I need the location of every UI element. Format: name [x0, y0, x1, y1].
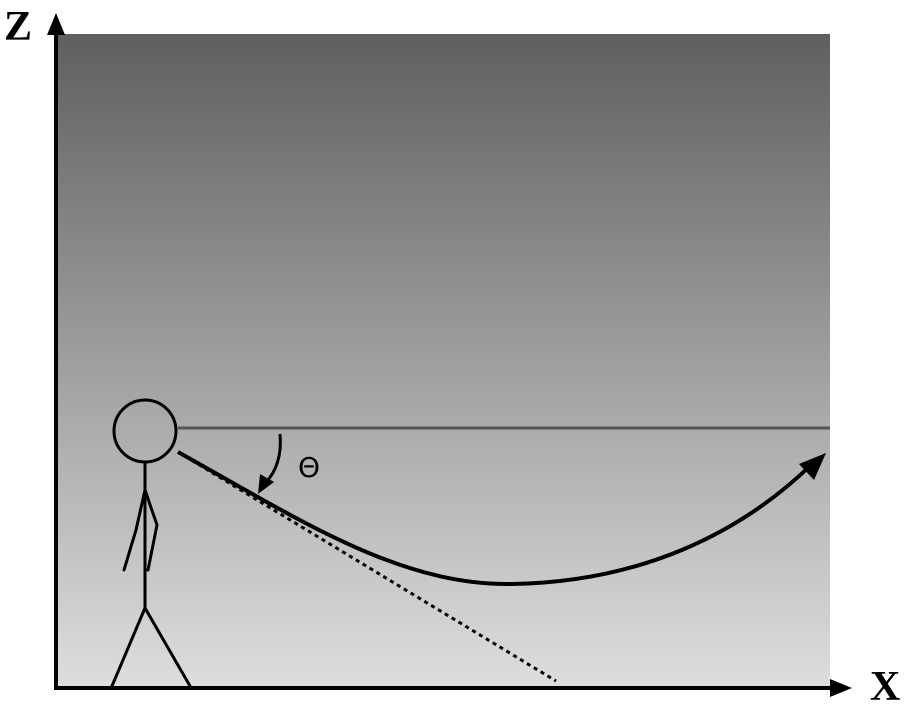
observer-right-leg: [143, 606, 192, 688]
z-axis-label: Z: [4, 4, 32, 50]
observer-right-arm: [143, 488, 159, 572]
sky-background: [56, 34, 830, 688]
curved-ray-arrowhead: [799, 453, 826, 480]
stick-figure-observer: [110, 398, 192, 688]
x-axis-label: X: [870, 664, 900, 709]
angle-label: Θ: [298, 451, 320, 484]
x-axis-arrowhead: [830, 679, 852, 697]
z-axis-arrowhead: [47, 13, 65, 35]
observer-left-leg: [110, 606, 147, 688]
angle-arc-arrowhead: [258, 474, 274, 494]
observer-left-arm: [122, 488, 147, 572]
curved-ray: [177, 450, 814, 587]
dotted-sight-line: [177, 450, 557, 683]
